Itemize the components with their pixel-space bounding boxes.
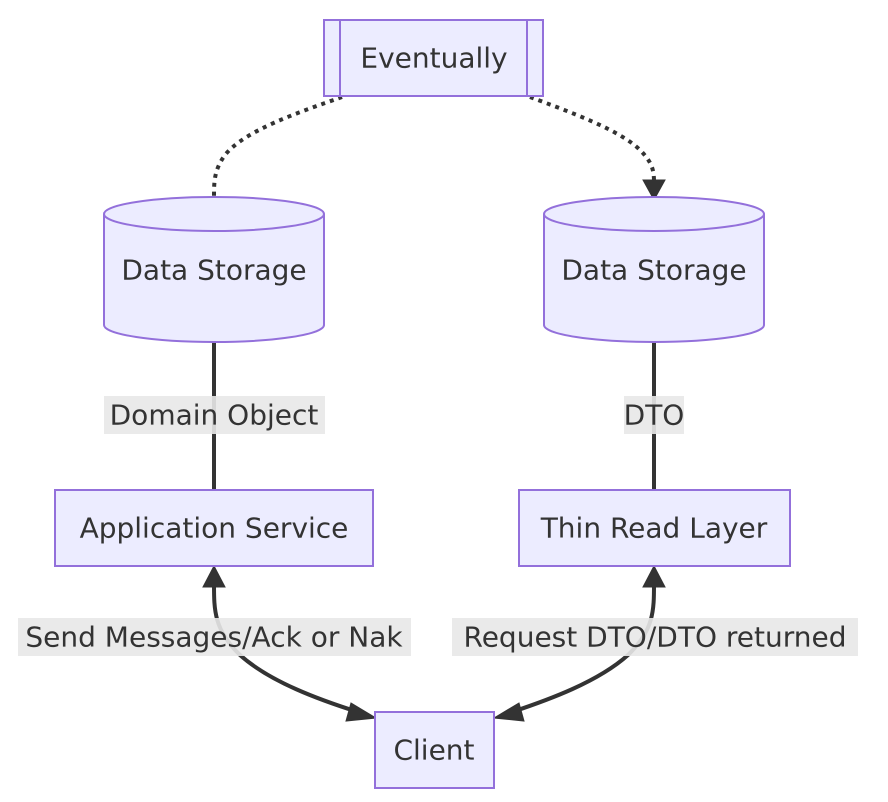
node-write-data-storage[interactable]: Data Storage <box>103 196 325 343</box>
edge-eventually-to-read-storage <box>529 95 656 183</box>
node-application-service[interactable]: Application Service <box>54 489 374 567</box>
edge-label-send-messages-text: Send Messages/Ack or Nak <box>25 621 403 654</box>
node-read-data-storage[interactable]: Data Storage <box>543 196 765 343</box>
edge-label-send-messages: Send Messages/Ack or Nak <box>18 618 411 656</box>
node-write-data-storage-label: Data Storage <box>121 254 306 287</box>
node-thin-read-layer[interactable]: Thin Read Layer <box>518 489 791 567</box>
edge-label-dto-text: DTO <box>624 399 685 432</box>
arrowhead-to-client-left <box>345 702 378 722</box>
edge-label-domain-object-text: Domain Object <box>110 399 319 432</box>
edge-label-request-dto: Request DTO/DTO returned <box>452 618 858 656</box>
node-client-label: Client <box>393 734 474 767</box>
edge-label-request-dto-text: Request DTO/DTO returned <box>464 621 847 654</box>
node-application-service-label: Application Service <box>80 512 349 545</box>
node-client[interactable]: Client <box>374 711 495 789</box>
arrowhead-eventually-to-read-storage <box>642 179 666 202</box>
arrowhead-to-read-layer <box>642 564 666 588</box>
node-eventually-label: Eventually <box>360 42 507 75</box>
edge-label-domain-object: Domain Object <box>104 396 325 434</box>
node-read-data-storage-label: Data Storage <box>561 254 746 287</box>
edge-eventually-to-write-storage <box>212 95 343 198</box>
node-thin-read-layer-label: Thin Read Layer <box>540 512 768 545</box>
arrowhead-to-app-service <box>202 564 226 588</box>
node-eventually[interactable]: Eventually <box>323 19 544 97</box>
arrowhead-to-client-right <box>492 702 525 722</box>
edge-label-dto: DTO <box>624 396 685 434</box>
